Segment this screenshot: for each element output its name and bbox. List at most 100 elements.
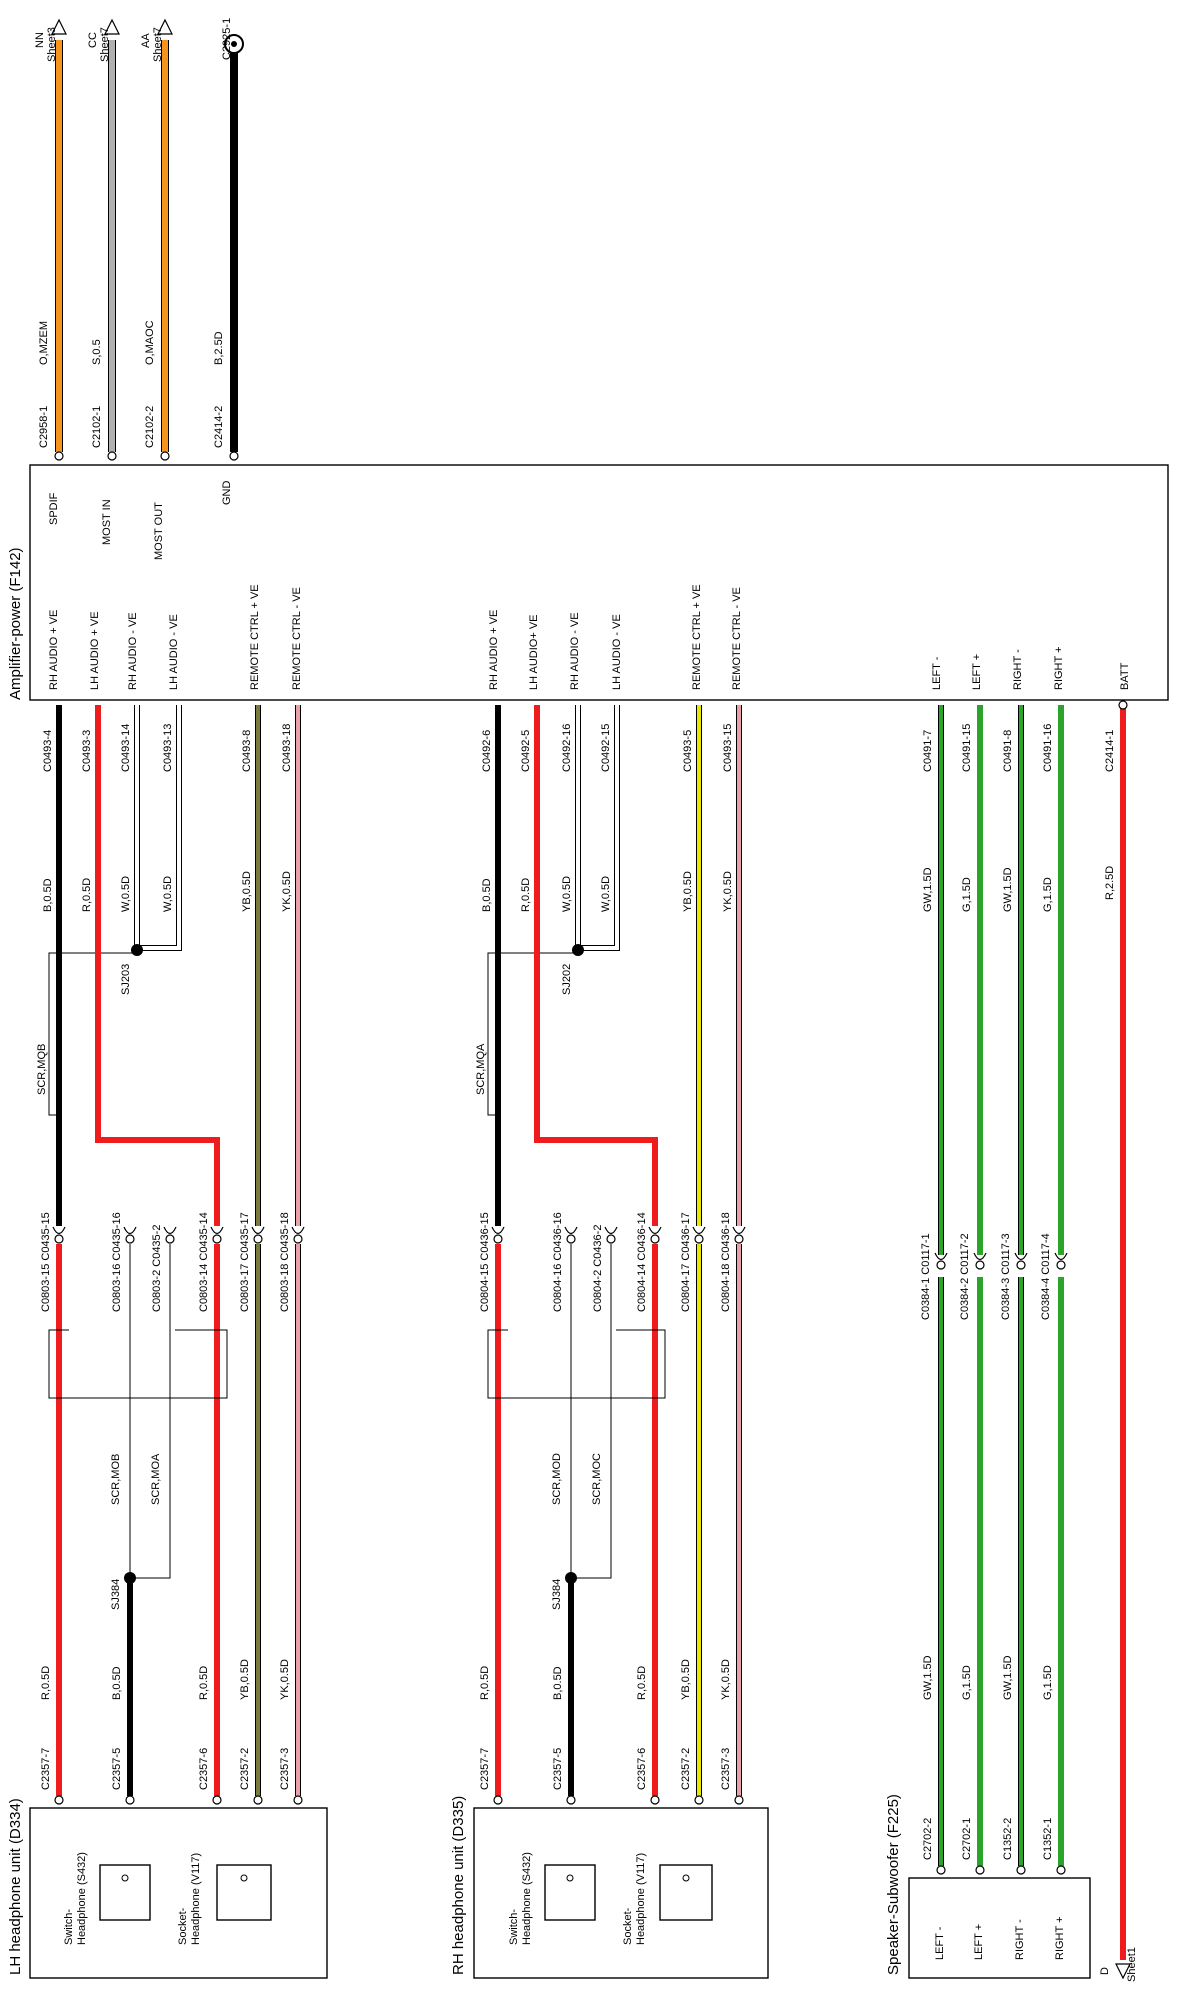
top-code-label: YB,0.5D: [682, 871, 694, 912]
sub-pin-label: LEFT -: [934, 1926, 946, 1960]
sub-bot-conn: C2702-1: [961, 1818, 973, 1860]
mid-conn-label: C0804-18 C0436-18: [720, 1212, 732, 1312]
mid-connector-cap: [604, 1226, 618, 1235]
bot-conn-label: C2357-2: [239, 1748, 251, 1790]
sub-mid-conn: C0384-4 C0117-4: [1040, 1233, 1052, 1320]
mid-connector: [54, 1234, 64, 1244]
mid-connector-cap: [732, 1226, 746, 1235]
bot-code-label: R,0.5D: [198, 1666, 210, 1700]
batt-terminal: [1118, 700, 1128, 710]
mid-connector: [566, 1234, 576, 1244]
rh-socket-dot: [682, 1874, 690, 1882]
splice-junction: [572, 944, 584, 956]
bot-screen-outline: [48, 1329, 228, 1399]
amp-pin-label: SPDIF: [48, 492, 60, 525]
bot-conn-label: C2357-2: [680, 1748, 692, 1790]
rh-sw-label2: Headphone (S432): [521, 1852, 533, 1945]
batt-conn-label: C2414-1: [1104, 730, 1116, 772]
lh-so-label1: Socket-: [177, 1907, 189, 1945]
screen-outline: [48, 952, 137, 1116]
top-code-label: B,0.5D: [481, 878, 493, 912]
amp-pin-label: REMOTE CTRL - VE: [291, 587, 303, 690]
bot-code-label: R,0.5D: [479, 1666, 491, 1700]
sub-top-conn: C0491-16: [1042, 724, 1054, 772]
ground-terminal-dot: [231, 41, 237, 47]
sub-connector-cap: [973, 1252, 987, 1261]
top-code-label: YB,0.5D: [241, 871, 253, 912]
mid-conn-label: C0804-16 C0436-16: [552, 1212, 564, 1312]
top-conn-label: C0493-5: [682, 730, 694, 772]
top-conn-label: C0492-15: [600, 724, 612, 772]
bot-code-label: YB,0.5D: [680, 1659, 692, 1700]
amp-pin-label: RIGHT -: [1012, 649, 1024, 690]
top-wire-dest2: Sheet7: [152, 27, 164, 62]
top-code-label: W,0.5D: [120, 876, 132, 912]
top-wire-terminal: [107, 451, 117, 461]
bot-terminal: [734, 1795, 744, 1805]
splice-label: SJ202: [561, 964, 573, 995]
sub-terminal: [1056, 1865, 1066, 1875]
amplifier-title: Amplifier-power (F142): [7, 547, 24, 700]
top-wire-code: S,0.5: [91, 339, 103, 365]
sub-mid-conn: C0384-2 C0117-2: [959, 1233, 971, 1320]
top-wire-dest1: C2925-1: [221, 18, 233, 60]
mid-connector: [125, 1234, 135, 1244]
bot-code-label: B,0.5D: [552, 1666, 564, 1700]
bot-terminal: [293, 1795, 303, 1805]
bot-conn-label: C2357-7: [479, 1748, 491, 1790]
mid-connector-cap: [648, 1226, 662, 1235]
amp-pin-label: LH AUDIO - VE: [168, 614, 180, 690]
bot-conn-label: C2357-5: [111, 1748, 123, 1790]
sub-bot-conn: C2702-2: [922, 1818, 934, 1860]
screen3-label: SCR,MOC: [591, 1453, 603, 1505]
mid-connector: [734, 1234, 744, 1244]
bot-conn-label: C2357-6: [636, 1748, 648, 1790]
amp-pin-label: REMOTE CTRL + VE: [249, 584, 261, 690]
lh-socket-box: [216, 1864, 272, 1921]
top-wire-dest2: Sheet7: [99, 27, 111, 62]
sub-pin-label: RIGHT +: [1054, 1916, 1066, 1960]
top-wire-dest1: AA: [140, 33, 152, 48]
mid-connector-cap: [251, 1226, 265, 1235]
sub-unit-label: Speaker-Subwoofer (F225): [885, 1794, 902, 1975]
sub-pin-label: RIGHT -: [1014, 1919, 1026, 1960]
top-wire-conn: C2102-2: [144, 406, 156, 448]
white-wire: [578, 705, 619, 950]
screen-label: SCR,MQB: [36, 1044, 48, 1095]
sub-bot-conn: C1352-1: [1042, 1818, 1054, 1860]
screen-outline: [487, 952, 578, 1116]
sub-bot-conn: C1352-2: [1002, 1818, 1014, 1860]
mid-conn-label: C0803-17 C0435-17: [239, 1212, 251, 1312]
top-wire-arrow: [104, 18, 120, 35]
mid-connector-cap: [692, 1226, 706, 1235]
amp-pin-label: RH AUDIO - VE: [127, 612, 139, 690]
mid-conn-label: C0803-2 C0435-2: [151, 1225, 163, 1312]
top-wire-code: B,2.5D: [213, 331, 225, 365]
top-wire-dest1: CC: [87, 32, 99, 48]
splice-junction: [131, 944, 143, 956]
sub-bot-code: GW,1.5D: [1002, 1655, 1014, 1700]
lh-sw-label1: Switch-: [63, 1909, 75, 1945]
top-wire-code: O,MAOC: [144, 320, 156, 365]
sub-top-code: G,1.5D: [1042, 877, 1054, 912]
mid-connector-cap: [123, 1226, 137, 1235]
mid-connector-cap: [291, 1226, 305, 1235]
mid-connector: [253, 1234, 263, 1244]
subwoofer-box: [908, 1877, 1091, 1979]
lh-unit-label: LH headphone unit (D334): [7, 1798, 24, 1975]
rh-so-label2: Headphone (V117): [635, 1853, 647, 1945]
top-conn-label: C0493-8: [241, 730, 253, 772]
amp-pin-label: MOST IN: [101, 499, 113, 545]
top-wire-conn: C2958-1: [38, 406, 50, 448]
top-wire-arrow: [157, 18, 173, 35]
mid-connector-cap: [491, 1226, 505, 1235]
top-code-label: YK,0.5D: [281, 871, 293, 912]
sub-connector: [1016, 1260, 1026, 1270]
mid-connector: [293, 1234, 303, 1244]
mid-conn-label: C0804-14 C0436-14: [636, 1212, 648, 1312]
bot-terminal: [566, 1795, 576, 1805]
